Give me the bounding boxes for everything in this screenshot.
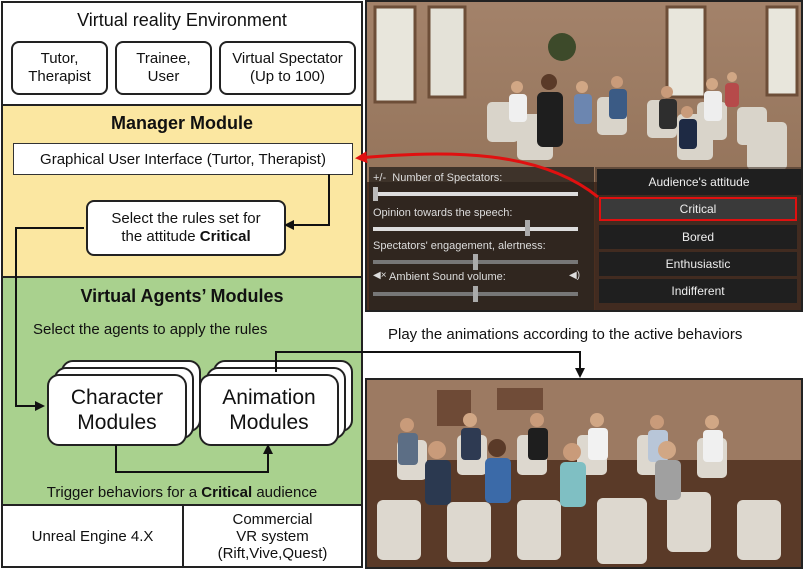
attitude-menu: Audience's attitude Critical Bored Enthu…	[597, 169, 801, 309]
role-tutor-line2: Therapist	[28, 68, 91, 85]
animation-line2: Modules	[229, 411, 309, 434]
vr-environment-panel: Virtual reality Environment Tutor, Thera…	[1, 1, 363, 106]
rules-critical: Critical	[199, 228, 251, 245]
animation-modules-box: Animation Modules	[199, 374, 339, 446]
role-spectator-line1: Virtual Spectator	[232, 50, 343, 67]
attitude-option-bored[interactable]: Bored	[599, 225, 797, 249]
mute-icon: ◀×	[373, 270, 387, 281]
agents-module-title: Virtual Agents’ Modules	[80, 285, 284, 306]
rules-line2-text: the attitude	[121, 228, 200, 245]
vr-system-box: Commercial VR system (Rift,Vive,Quest)	[182, 504, 363, 568]
character-line2: Modules	[77, 411, 157, 434]
role-spectator-line2: (Up to 100)	[249, 68, 326, 85]
role-trainee-box: Trainee, User	[115, 41, 212, 95]
slider-spectators-label: +/- Number of Spectators:	[373, 172, 503, 184]
slider-opinion-thumb[interactable]	[525, 220, 530, 236]
slider-panel: +/- Number of Spectators: Opinion toward…	[373, 170, 588, 310]
select-agents-text: Select the agents to apply the rules	[33, 321, 268, 338]
slider-engagement-thumb[interactable]	[473, 254, 478, 270]
agents-module-panel: Virtual Agents’ Modules Select the agent…	[1, 276, 363, 506]
slider-spectators-thumb[interactable]	[373, 187, 378, 201]
attitude-option-enthusiastic[interactable]: Enthusiastic	[599, 252, 797, 276]
engine-box: Unreal Engine 4.X	[1, 504, 184, 568]
rules-line2: the attitude Critical	[121, 228, 250, 246]
slider-opinion-label: Opinion towards the speech:	[373, 207, 513, 219]
trigger-prefix: Trigger behaviors for a	[46, 483, 202, 501]
role-tutor-box: Tutor, Therapist	[11, 41, 108, 95]
vr-environment-title: Virtual reality Environment	[77, 9, 287, 30]
vr-system-line1: Commercial	[232, 510, 313, 528]
role-trainee-line2: User	[147, 68, 180, 85]
rules-box: Select the rules set for the attitude Cr…	[86, 200, 286, 256]
gui-label: Graphical User Interface (Turtor, Therap…	[40, 150, 326, 168]
slider-sound-thumb[interactable]	[473, 286, 478, 302]
trigger-critical: Critical	[201, 483, 253, 501]
slider-sound-label: Ambient Sound volume:	[389, 271, 506, 283]
rules-line1: Select the rules set for	[111, 210, 261, 227]
vr-system-line3: (Rift,Vive,Quest)	[217, 544, 328, 562]
role-spectator-box: Virtual Spectator (Up to 100)	[219, 41, 356, 95]
slider-spectators-track[interactable]	[373, 192, 578, 196]
attitude-option-critical[interactable]: Critical	[599, 197, 797, 221]
character-line1: Character	[70, 386, 164, 409]
gui-box: Graphical User Interface (Turtor, Therap…	[13, 143, 353, 175]
vr-scene-bottom	[365, 378, 803, 569]
manager-module-title: Manager Module	[110, 112, 253, 133]
speaker-icon: ◀)	[569, 270, 581, 281]
trigger-suffix: audience	[252, 483, 318, 501]
vr-scene-bottom-illustration	[367, 380, 801, 567]
play-caption: Play the animations according to the act…	[388, 326, 743, 343]
slider-opinion-track[interactable]	[373, 227, 578, 231]
attitude-menu-title: Audience's attitude	[597, 169, 801, 195]
role-trainee-line1: Trainee,	[136, 50, 191, 67]
character-modules-box: Character Modules	[47, 374, 187, 446]
trigger-text: Trigger behaviors for a Critical audienc…	[3, 482, 361, 502]
role-tutor-line1: Tutor,	[40, 50, 79, 67]
slider-engagement-label: Spectators' engagement, alertness:	[373, 240, 546, 252]
attitude-option-indifferent[interactable]: Indifferent	[599, 279, 797, 303]
vr-system-line2: VR system	[236, 527, 309, 545]
vr-scene-top: +/- Number of Spectators: Opinion toward…	[365, 0, 803, 312]
engine-label: Unreal Engine 4.X	[31, 527, 154, 545]
animation-line1: Animation	[222, 386, 316, 409]
manager-module-panel: Manager Module Graphical User Interface …	[1, 104, 363, 278]
